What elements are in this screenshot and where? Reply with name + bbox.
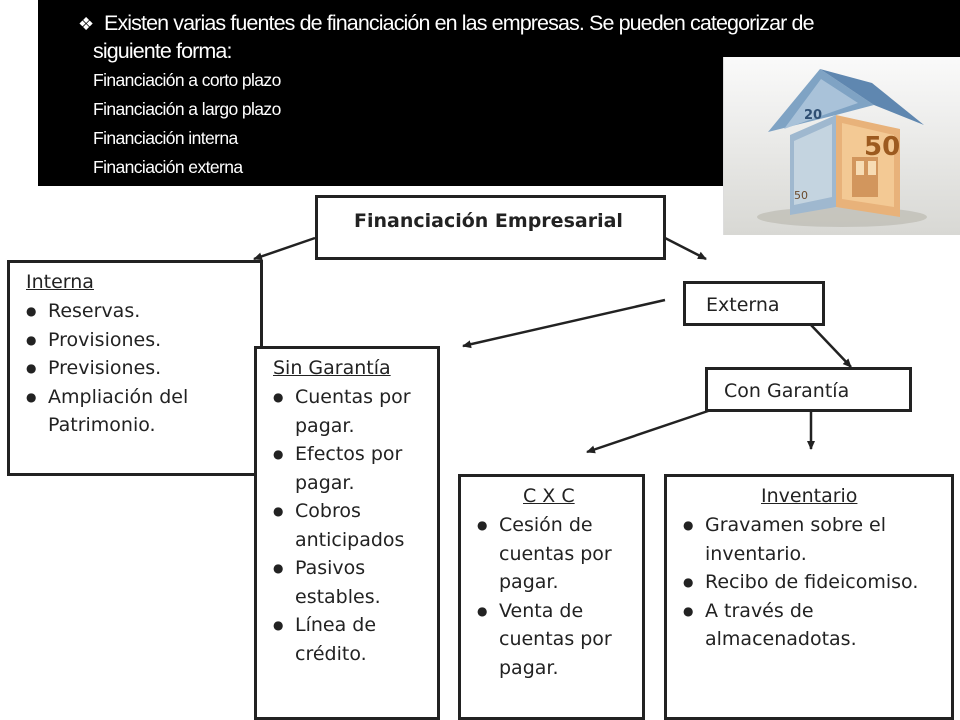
diamond-bullet-icon: ❖: [78, 14, 94, 34]
interna-title: Interna: [26, 271, 94, 293]
list-item: Cuentas por pagar.: [271, 383, 421, 440]
list-item: Recibo de fideicomiso.: [681, 568, 926, 597]
externa-title: Externa: [706, 294, 780, 316]
note-50-small-label: 50: [794, 189, 808, 202]
con-garantia-title: Con Garantía: [724, 380, 850, 402]
externa-box: Externa: [683, 281, 825, 326]
list-item: A través de almacenadotas.: [681, 597, 895, 654]
note-20-label: 20: [804, 108, 822, 123]
interna-box: Interna Reservas. Provisiones. Prevision…: [7, 260, 263, 476]
list-item: Efectos por pagar.: [271, 440, 421, 497]
euro-house-photo: 20 50 50: [723, 57, 960, 235]
financing-type-item: Financiación externa: [93, 157, 243, 177]
arrow-to-cxc: [586, 408, 712, 454]
inventario-title: Inventario: [761, 485, 858, 507]
intro-line-1: Existen varias fuentes de financiación e…: [104, 11, 815, 35]
intro-line-2: siguiente forma:: [93, 39, 232, 63]
list-item: Pasivos estables.: [271, 554, 421, 611]
inventario-box: Inventario Gravamen sobre el inventario.…: [664, 474, 954, 720]
list-item: Previsiones.: [24, 354, 254, 383]
list-item: Reservas.: [24, 297, 254, 326]
list-item: Venta de cuentas por pagar.: [475, 597, 625, 683]
list-item: Cesión de cuentas por pagar.: [475, 511, 625, 597]
root-box: Financiación Empresarial: [315, 195, 666, 260]
sin-garantia-title: Sin Garantía: [273, 357, 391, 379]
arrow-to-externa: [664, 236, 707, 261]
intro-bullet: ❖ Existen varias fuentes de financiación …: [78, 10, 815, 37]
con-garantia-box: Con Garantía: [705, 367, 912, 412]
list-item: Cobros anticipados: [271, 497, 421, 554]
list-item: Gravamen sobre el inventario.: [681, 511, 926, 568]
financing-type-item: Financiación a corto plazo: [93, 70, 281, 90]
financing-type-item: Financiación a largo plazo: [93, 99, 281, 119]
list-item: Ampliación del Patrimonio.: [24, 383, 228, 440]
list-item: Línea de crédito.: [271, 611, 421, 668]
arrow-to-con-garantia: [810, 324, 852, 368]
root-title: Financiación Empresarial: [354, 210, 623, 232]
financing-type-item: Financiación interna: [93, 128, 238, 148]
list-item: Provisiones.: [24, 326, 254, 355]
cxc-title: C X C: [523, 485, 575, 507]
arrow-to-interna: [253, 236, 316, 261]
arrow-to-sin-garantia: [462, 298, 666, 349]
sin-garantia-box: Sin Garantía Cuentas por pagar. Efectos …: [254, 346, 440, 720]
left-margin: [0, 0, 38, 186]
cxc-box: C X C Cesión de cuentas por pagar. Venta…: [458, 474, 645, 720]
note-50-label: 50: [864, 132, 900, 162]
